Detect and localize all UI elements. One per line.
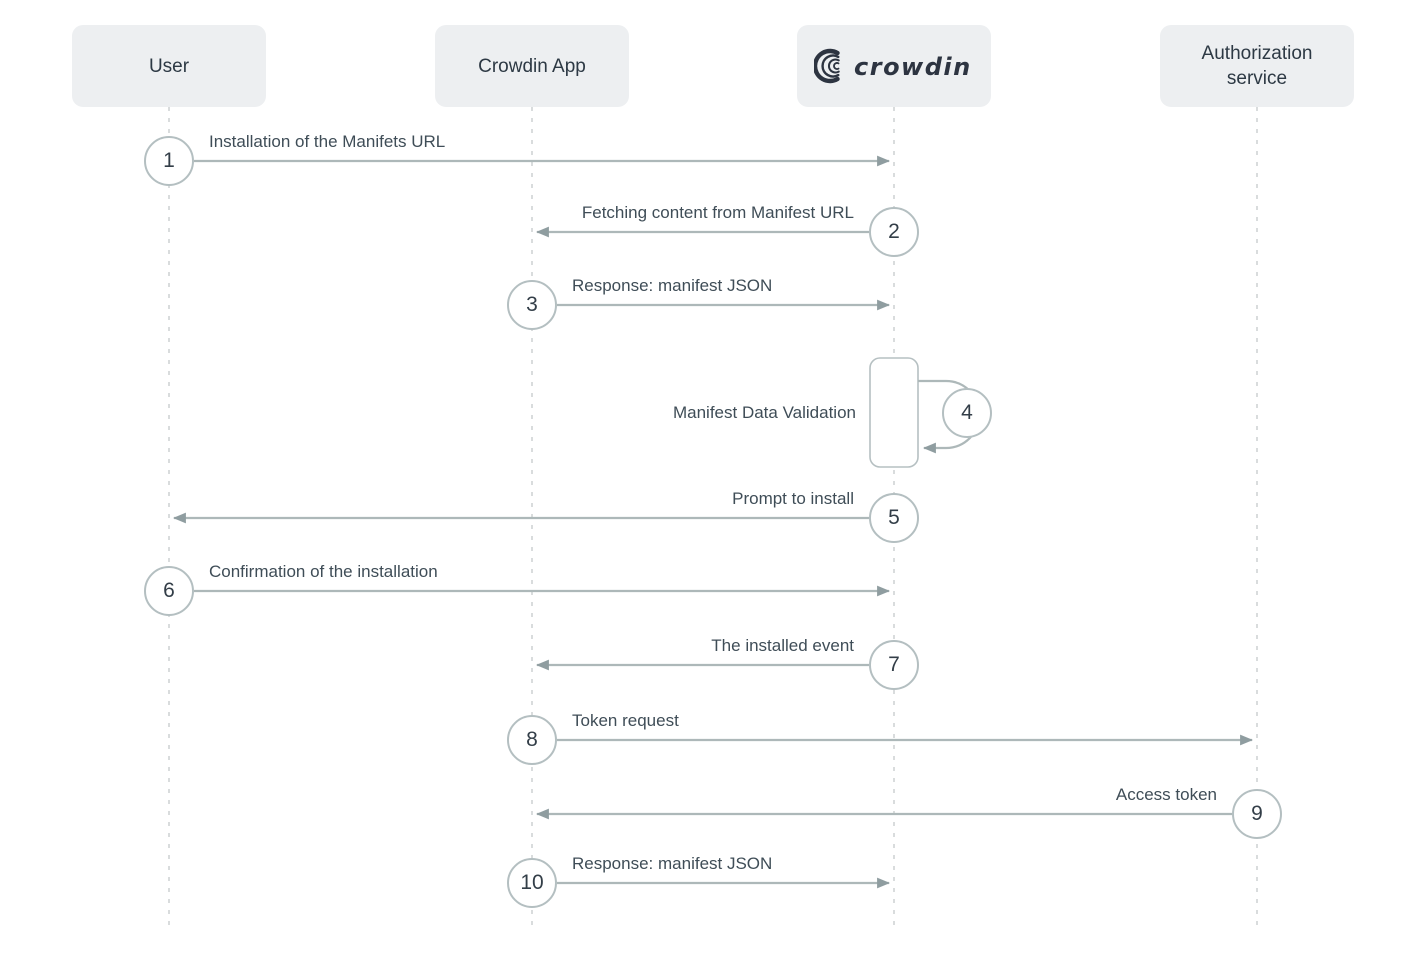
actor-box-crowdin: crowdin [797,25,991,107]
actor-box-user: User [72,25,266,107]
actor-box-crowdin-app: Crowdin App [435,25,629,107]
message-label-2: Fetching content from Manifest URL [581,203,854,222]
crowdin-logo: crowdin [814,48,972,84]
step-circle-10: 10 [507,858,557,908]
message-label-7: The installed event [711,636,854,655]
step-number: 7 [888,653,900,676]
step-number: 3 [526,293,538,316]
step-circle-1: 1 [144,136,194,186]
actor-label-auth-service: Authorization service [1201,43,1313,89]
step-number: 9 [1251,802,1263,825]
step-number: 1 [163,149,175,172]
message-label-3: Response: manifest JSON [572,276,773,295]
actor-label-user: User [148,55,190,77]
step-number: 4 [961,401,973,424]
message-label-9: Access token [1115,785,1217,804]
step-number: 10 [520,871,544,894]
step-circle-2: 2 [869,207,919,257]
crowdin-logo-mark [814,48,840,84]
message-label-5: Prompt to install [732,489,854,508]
message-label-8: Token request [572,711,679,730]
activation-box [869,357,919,468]
crowdin-logo-text: crowdin [854,53,972,81]
step-number: 2 [888,220,900,243]
message-label-4: Manifest Data Validation [672,403,856,422]
step-circle-8: 8 [507,715,557,765]
step-number: 5 [888,506,900,529]
step-circle-9: 9 [1232,789,1282,839]
message-label-6: Confirmation of the installation [209,562,438,581]
step-circle-5: 5 [869,493,919,543]
step-circle-3: 3 [507,280,557,330]
step-circle-7: 7 [869,640,919,690]
actor-box-auth-service: Authorization service [1160,25,1354,107]
actor-label-crowdin-app: Crowdin App [478,55,586,77]
message-label-1: Installation of the Manifets URL [209,132,446,151]
step-number: 8 [526,728,538,751]
message-label-10: Response: manifest JSON [572,854,773,873]
step-circle-6: 6 [144,566,194,616]
step-number: 6 [163,579,175,602]
step-circle-4: 4 [942,388,992,438]
